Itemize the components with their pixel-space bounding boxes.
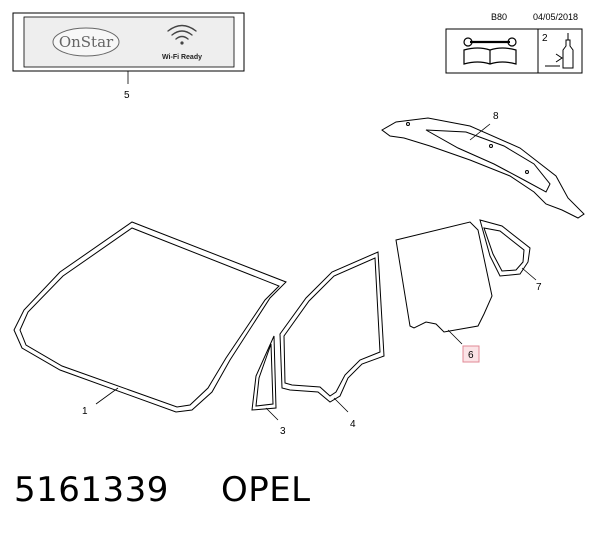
wifi-ready-text: Wi-Fi Ready xyxy=(162,54,202,61)
rear-quarter-glass xyxy=(479,219,531,277)
part-number: 5161339 xyxy=(14,470,169,510)
adhesive-bottle-icon xyxy=(545,33,574,69)
callout-7: 7 xyxy=(536,282,542,293)
callout-3: 3 xyxy=(280,426,286,437)
windshield xyxy=(13,221,287,413)
callout-1: 1 xyxy=(82,406,88,417)
label-panel: OnStar Wi-Fi Ready xyxy=(12,12,245,72)
front-door-glass xyxy=(279,251,385,403)
callout-6: 6 xyxy=(468,350,474,361)
callout-5: 5 xyxy=(124,90,130,101)
rear-window xyxy=(381,117,585,219)
part-number-footer: 5161339 OPEL xyxy=(14,470,311,510)
revision-date: 04/05/2018 xyxy=(533,12,578,22)
onstar-brand: OnStar xyxy=(59,33,114,51)
service-info-box: 2 xyxy=(445,28,583,74)
quantity: 2 xyxy=(542,33,548,44)
wifi-icon xyxy=(167,24,197,45)
manual-wrench-icon xyxy=(463,37,517,65)
front-quarter-glass xyxy=(251,335,277,411)
callout-4: 4 xyxy=(350,419,356,430)
rear-door-glass xyxy=(395,221,493,333)
callout-8: 8 xyxy=(493,111,499,122)
onstar-logo-icon xyxy=(52,27,120,57)
vehicle-make: OPEL xyxy=(220,470,311,510)
section-code: B80 xyxy=(491,12,507,22)
callout-6-highlight xyxy=(462,345,480,363)
